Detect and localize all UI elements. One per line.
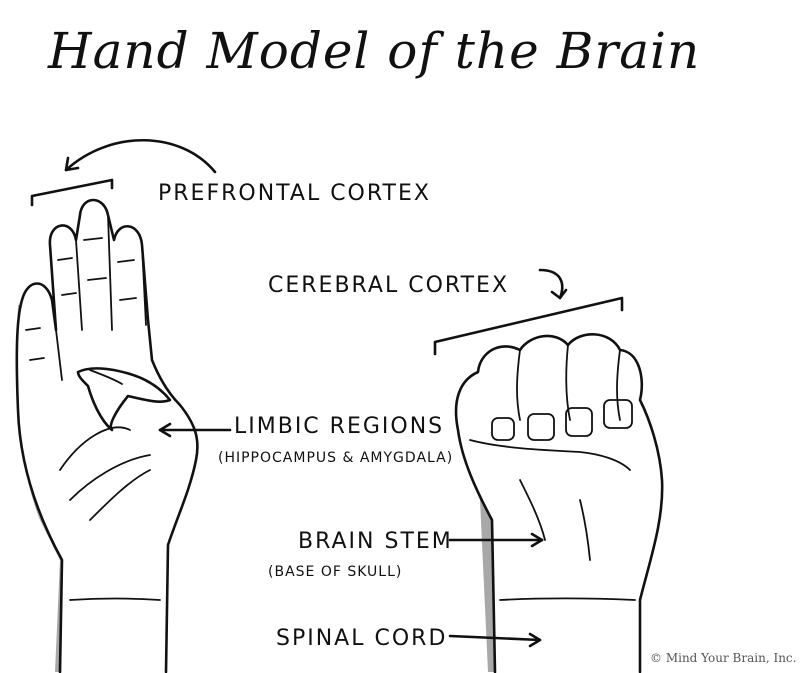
diagram-title: Hand Model of the Brain: [47, 22, 700, 80]
fist-illustration: [456, 334, 662, 672]
label-brain-stem-sub: (BASE OF SKULL): [268, 564, 402, 580]
label-cerebral-cortex: CEREBRAL CORTEX: [268, 273, 509, 298]
label-limbic-regions: LIMBIC REGIONS: [234, 414, 444, 439]
label-spinal-cord: SPINAL CORD: [276, 626, 447, 651]
label-limbic-sub: (HIPPOCAMPUS & AMYGDALA): [218, 450, 453, 466]
label-brain-stem: BRAIN STEM: [298, 529, 453, 554]
copyright-notice: © Mind Your Brain, Inc. 2018: [650, 651, 801, 665]
label-prefrontal-cortex: PREFRONTAL CORTEX: [158, 181, 431, 206]
